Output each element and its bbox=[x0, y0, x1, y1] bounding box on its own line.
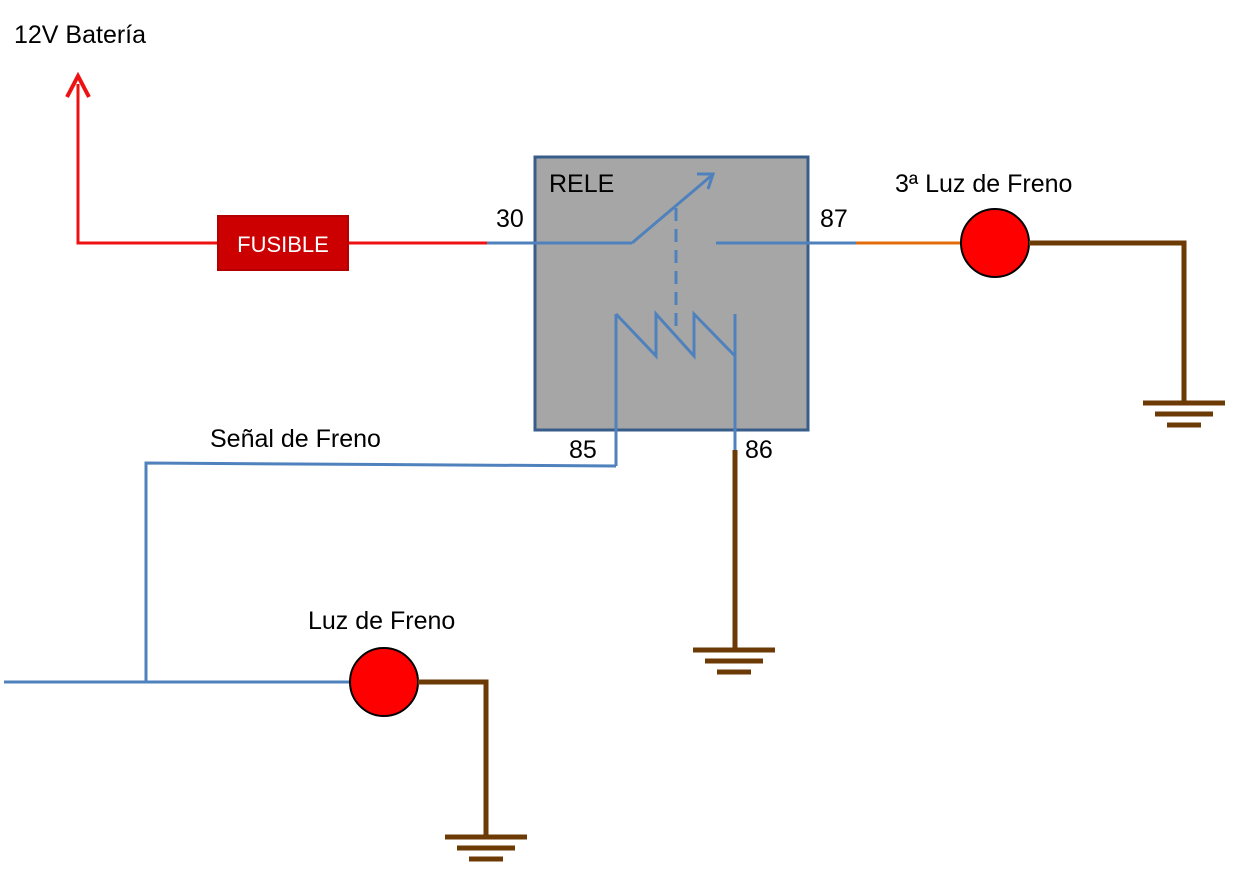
fuse: FUSIBLE bbox=[217, 215, 349, 271]
pin-85-label: 85 bbox=[569, 436, 597, 464]
relay-label: RELE bbox=[549, 170, 614, 198]
ground-symbol-icon bbox=[693, 647, 775, 675]
brake-light-ground-wire bbox=[418, 679, 489, 837]
brake-light-lamp-icon bbox=[349, 647, 419, 717]
third-brake-light-lamp-icon bbox=[960, 208, 1030, 278]
battery-wire bbox=[76, 84, 487, 245]
pin-87-label: 87 bbox=[820, 205, 848, 233]
relay-coil bbox=[614, 310, 737, 466]
switch-arrow-icon bbox=[697, 172, 716, 190]
fuse-label: FUSIBLE bbox=[237, 232, 329, 257]
pin-86-label: 86 bbox=[745, 436, 773, 464]
battery-label: 12V Batería bbox=[14, 21, 146, 49]
brake-light-label: Luz de Freno bbox=[308, 607, 455, 635]
ground-symbol-icon bbox=[445, 834, 527, 862]
ground-symbol-icon bbox=[1143, 400, 1225, 428]
brake-signal-label: Señal de Freno bbox=[210, 425, 381, 453]
arrow-up-icon bbox=[65, 71, 91, 98]
third-light-ground-wire bbox=[1029, 240, 1187, 403]
relay-box bbox=[533, 155, 810, 432]
pin-30-label: 30 bbox=[496, 205, 524, 233]
relay-switch bbox=[487, 174, 856, 330]
third-brake-light-label: 3ª Luz de Freno bbox=[895, 170, 1072, 198]
brake-signal-wire bbox=[4, 461, 617, 684]
